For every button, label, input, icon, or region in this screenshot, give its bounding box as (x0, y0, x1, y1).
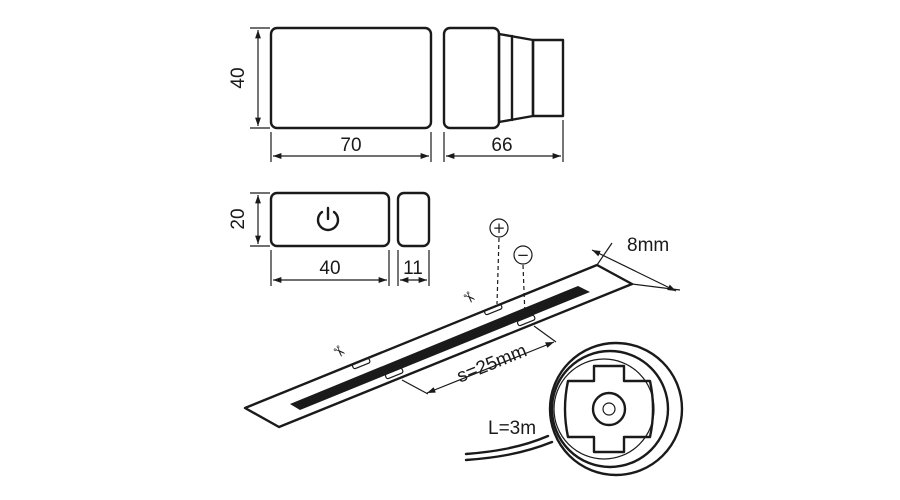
scissors-icon: ✂ (458, 287, 480, 309)
plus-symbol: + (493, 219, 506, 237)
plus-marker (489, 218, 509, 305)
led-strip (243, 242, 681, 429)
minus-marker (513, 245, 533, 317)
switch-front-view (250, 191, 391, 286)
led-strip-reel (464, 341, 684, 477)
switch-width-label: 40 (319, 258, 340, 279)
power-supply-side-view (442, 26, 565, 162)
box-depth-label: 66 (491, 135, 512, 156)
switch-side-view (396, 191, 431, 286)
box-width-label: 70 (340, 135, 361, 156)
strip-width-label: 8mm (627, 235, 669, 256)
length-label: L=3m (488, 418, 536, 439)
switch-depth-label: 11 (403, 258, 423, 279)
power-icon (316, 206, 340, 232)
minus-symbol: − (517, 246, 530, 264)
cut-spacing-label: s=25mm (454, 340, 530, 387)
scissors-icon: ✂ (328, 341, 350, 363)
power-supply-front-view (250, 26, 433, 162)
box-height-label: 40 (228, 67, 249, 88)
switch-height-label: 20 (228, 208, 249, 229)
